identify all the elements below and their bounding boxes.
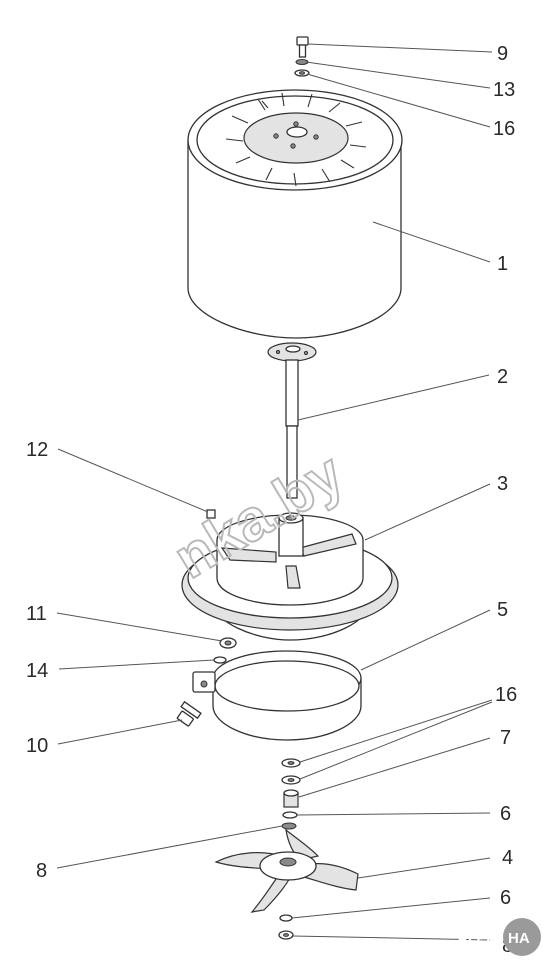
leader-lines [56,43,493,941]
part-16-washer-hole [299,71,305,75]
part-4-propeller [214,828,359,913]
part-11-nut [219,637,237,649]
callout-10: 10 [26,735,48,757]
callout-11: 11 [26,603,47,625]
logo-text-left: АГРО [457,930,498,947]
callout-9: 9 [497,43,508,65]
part-9-bolt [296,36,309,58]
part-5-clamp-band [192,650,362,741]
part-8-nut-upper [281,822,297,830]
callout-2: 2 [497,366,508,388]
callout-12: 12 [26,439,48,461]
part-6-washer-upper [282,811,298,819]
callout-14: 14 [26,660,48,682]
part-16-lock-washers [281,758,301,785]
callout-3: 3 [497,473,508,495]
part-14-washer [213,656,227,664]
callout-8: 8 [36,860,47,882]
callout-1: 1 [497,253,508,275]
part-6-washer-lower [279,914,293,922]
part-3-impeller-housing [181,512,399,641]
callout-16: 16 [493,118,515,140]
part-2-shaft [267,342,317,499]
part-8-nut-lower-hole [283,933,289,937]
callout-5: 5 [497,599,508,621]
callout-6: 6 [500,803,511,825]
logo-text-right: НА [508,930,530,947]
part-12-screw [206,509,216,519]
agronka-logo: АГРО НА [457,918,541,956]
part-1-housing [187,89,403,339]
part-7-spacer [283,789,299,808]
callout-7: 7 [500,727,511,749]
callout-4: 4 [502,847,513,869]
part-10-bolt [176,700,202,727]
callout-6-lower: 6 [500,887,511,909]
callout-16-lower: 16 [495,684,517,706]
callout-labels: 9 13 16 1 2 12 3 11 5 14 16 10 7 6 8 4 6… [26,43,517,957]
callout-13: 13 [493,79,515,101]
